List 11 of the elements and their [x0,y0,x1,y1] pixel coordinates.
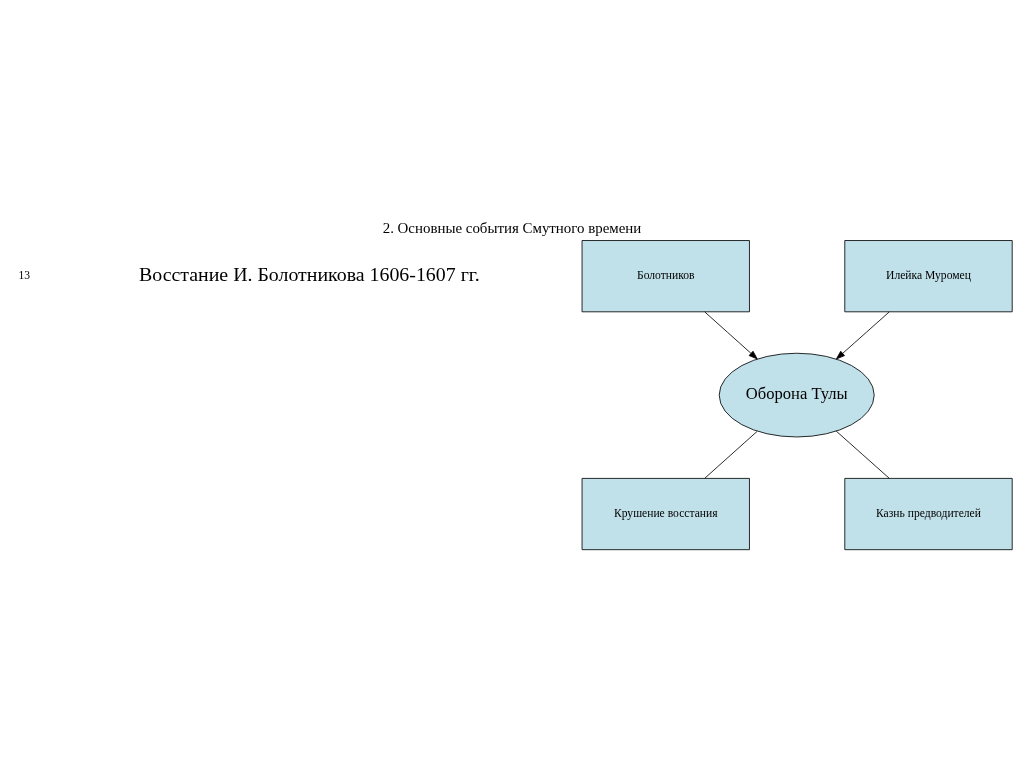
arrow [704,311,758,360]
connector [704,431,758,479]
arrow [836,311,890,360]
diagram-title: 2. Основные события Смутного времени [382,219,642,236]
node-box: Казнь предводителей [844,478,1013,551]
node-box: Илейка Муромец [844,240,1013,313]
node-box: Крушение восстания [581,478,750,551]
node-box: Болотников [581,240,750,313]
label: 13 [18,269,31,283]
label: Восстание И. Болотникова 1606-1607 гг. [139,263,480,286]
connector [835,430,890,479]
